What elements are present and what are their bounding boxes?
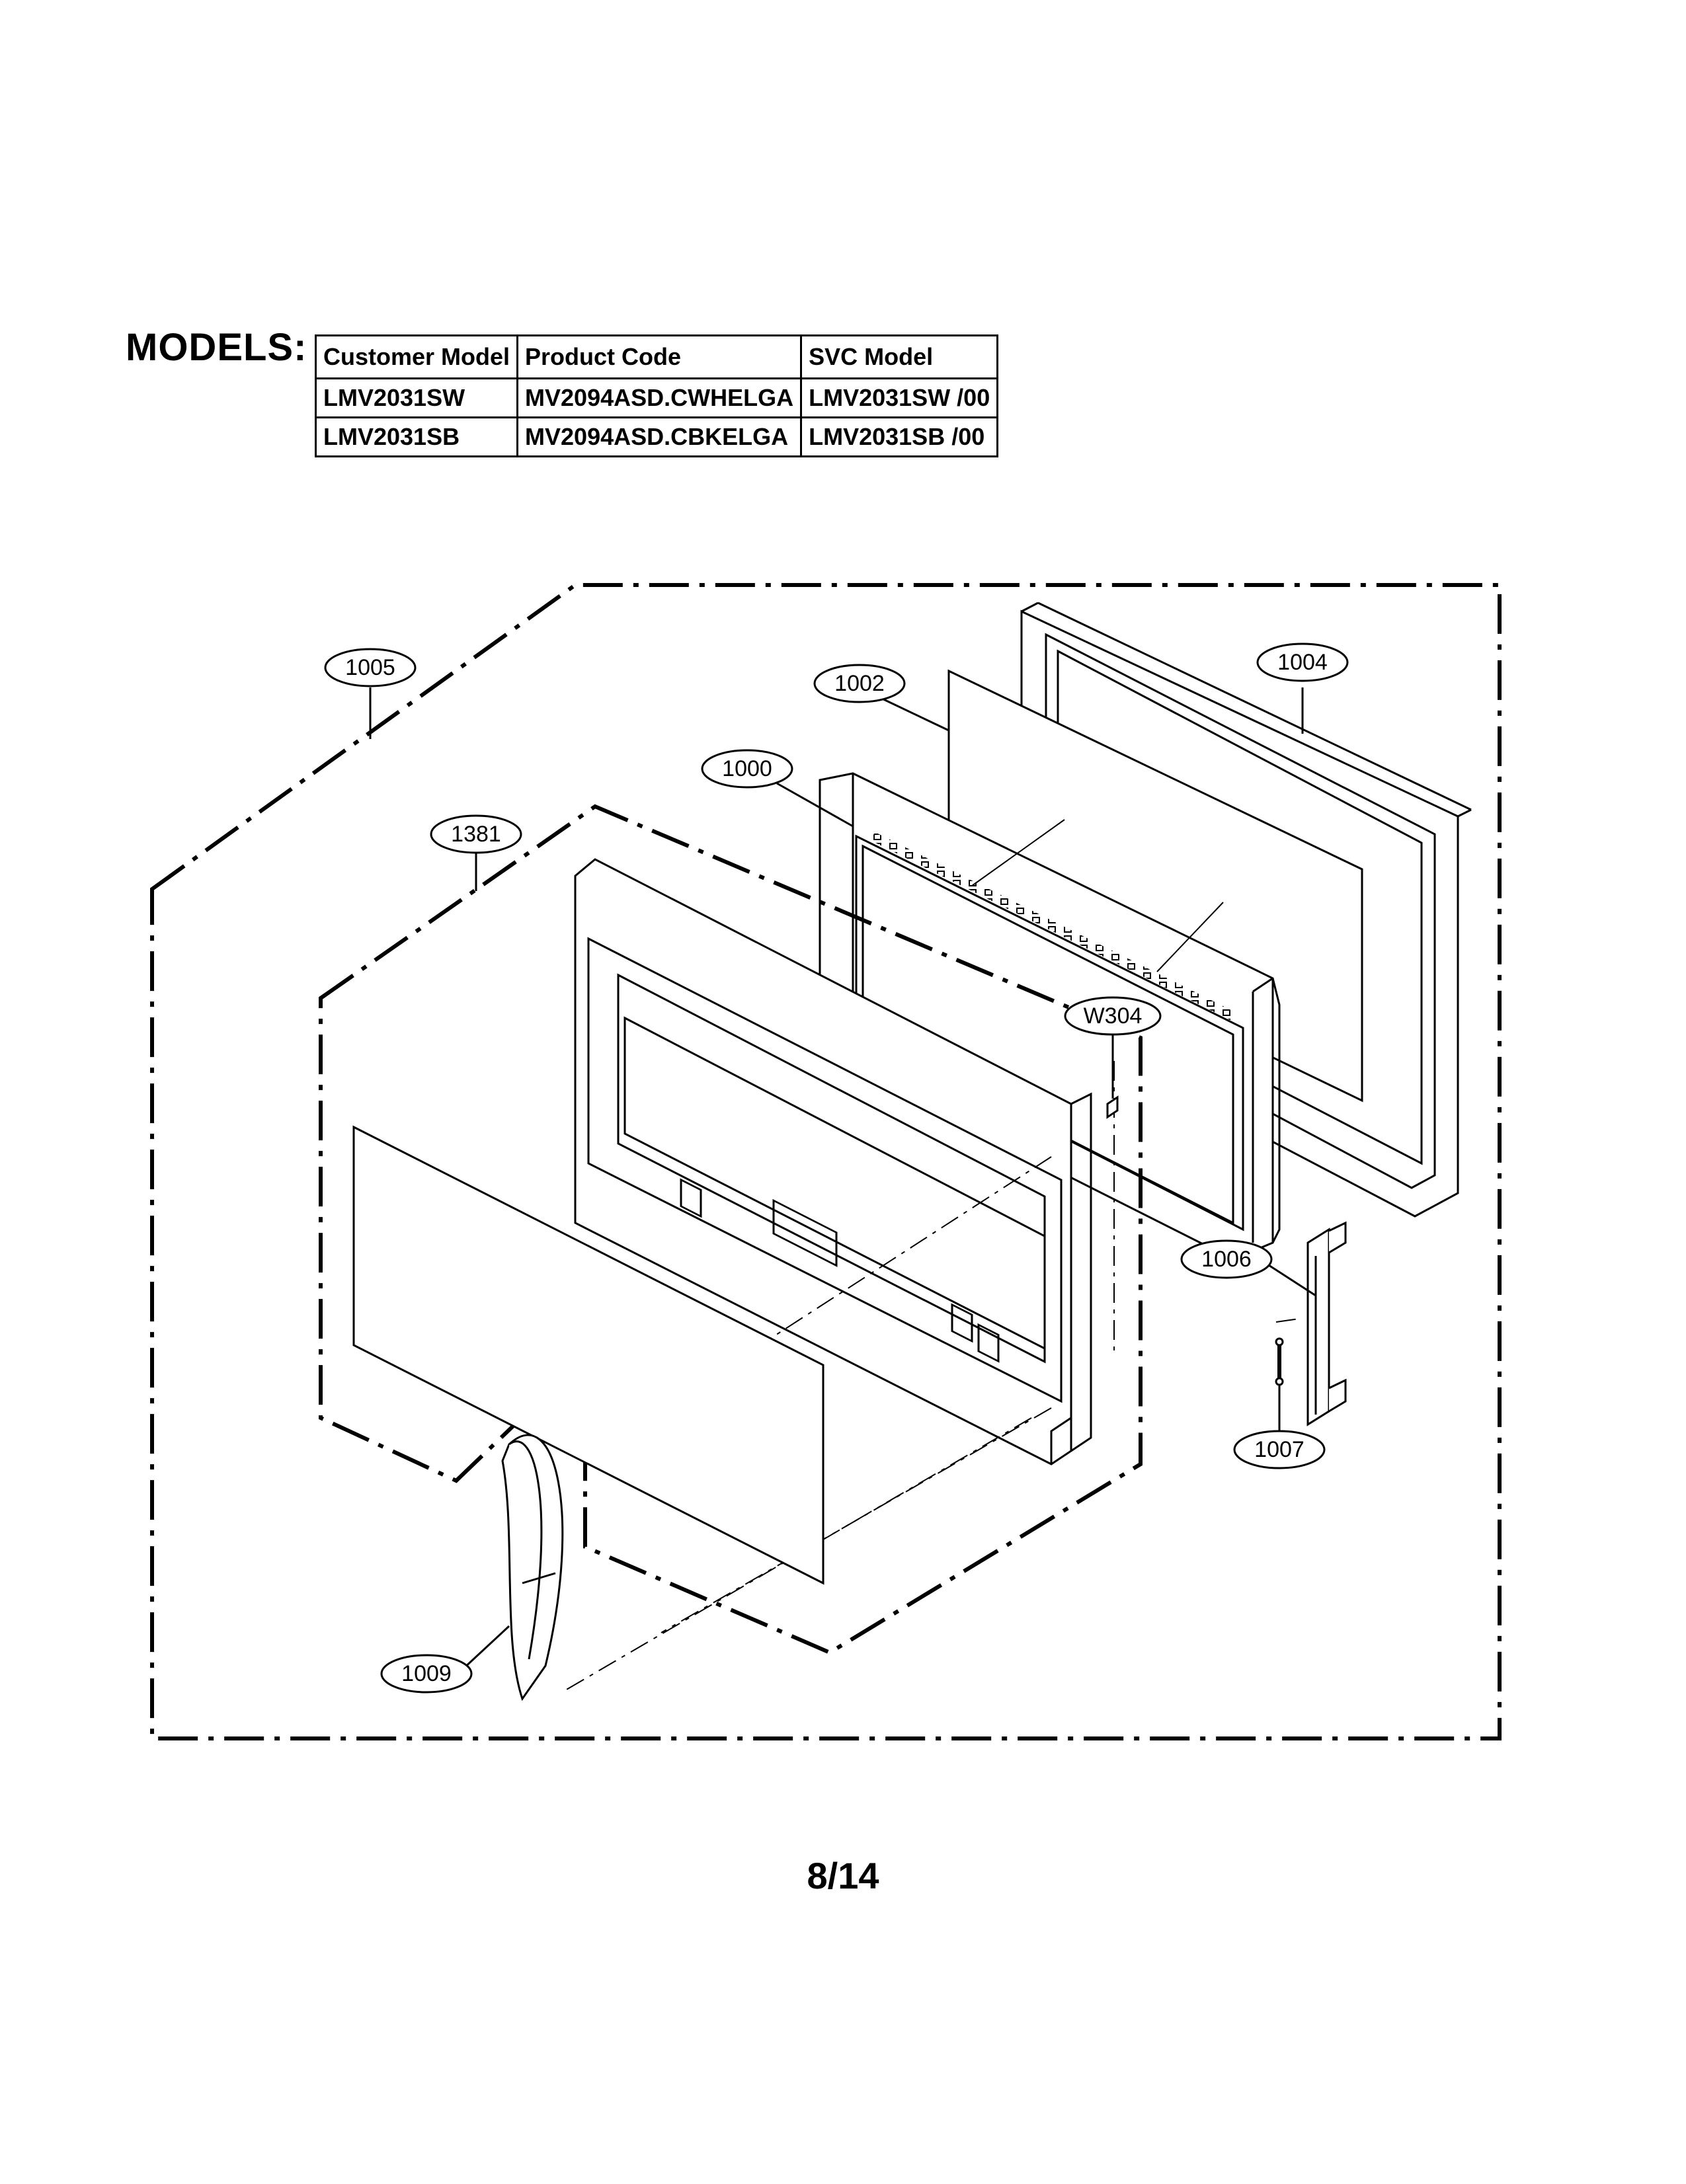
header-svc-model: SVC Model: [800, 334, 999, 379]
callout-w304: W304: [1064, 996, 1162, 1036]
callout-1009: 1009: [380, 1654, 473, 1694]
models-label: MODELS:: [126, 326, 307, 369]
cell-svc-model: LMV2031SW /00: [800, 377, 999, 418]
svg-text:W304: W304: [1084, 1003, 1143, 1029]
cell-product-code: MV2094ASD.CWHELGA: [516, 377, 803, 418]
callout-1381: 1381: [430, 814, 522, 854]
header-product-code: Product Code: [516, 334, 803, 379]
header-customer-model: Customer Model: [314, 334, 519, 379]
table-header-row: Customer Model Product Code SVC Model: [314, 334, 999, 379]
latch-spring-1007: [1275, 1337, 1284, 1386]
svg-text:1007: 1007: [1254, 1437, 1305, 1462]
callout-1004: 1004: [1256, 643, 1349, 682]
front-glass-panel: [352, 1125, 824, 1585]
callout-1002: 1002: [813, 664, 906, 703]
door-assembly-boundary-1381: [319, 804, 1143, 1655]
table-row: LMV2031SB MV2094ASD.CBKELGA LMV2031SB /0…: [314, 416, 999, 457]
callout-1005: 1005: [324, 648, 417, 687]
svg-text:1381: 1381: [451, 822, 501, 847]
svg-text:1009: 1009: [401, 1661, 452, 1686]
assembly-boundary-1005: [150, 583, 1502, 1740]
table-row: LMV2031SW MV2094ASD.CWHELGA LMV2031SW /0…: [314, 377, 999, 418]
callout-1007: 1007: [1233, 1430, 1326, 1469]
svg-text:1000: 1000: [722, 756, 772, 781]
door-handle-1009: [501, 1434, 564, 1701]
callout-1006: 1006: [1180, 1239, 1273, 1279]
cell-product-code: MV2094ASD.CBKELGA: [516, 416, 803, 457]
svg-text:1006: 1006: [1201, 1247, 1252, 1272]
svg-text:1002: 1002: [834, 671, 885, 696]
svg-text:1005: 1005: [345, 655, 395, 680]
door-latch-1006: [1306, 1221, 1347, 1426]
cell-svc-model: LMV2031SB /00: [800, 416, 999, 457]
callout-1000: 1000: [701, 749, 793, 789]
svg-text:1004: 1004: [1277, 650, 1328, 675]
door-front-panel: [574, 858, 1092, 1465]
page-number: 8/14: [807, 1855, 879, 1896]
cell-customer-model: LMV2031SB: [314, 416, 519, 457]
screw-w304: [1106, 1095, 1119, 1119]
cell-customer-model: LMV2031SW: [314, 377, 519, 418]
models-table: Customer Model Product Code SVC Model LM…: [314, 334, 999, 457]
